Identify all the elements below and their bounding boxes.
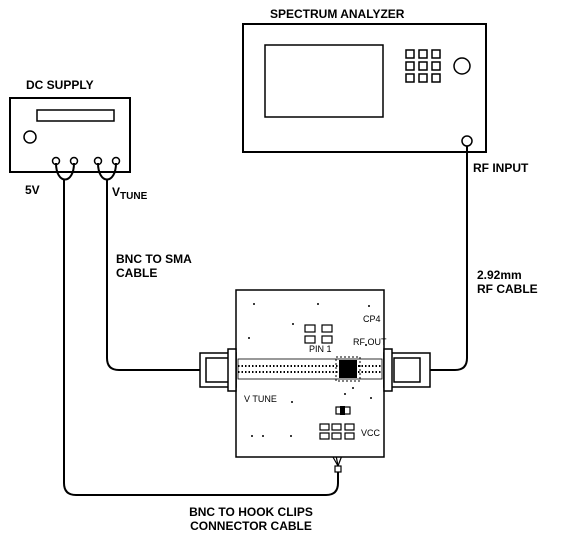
terminal-vtune-label: VTUNE	[112, 185, 148, 202]
supply-knob	[23, 130, 37, 144]
board-label-pin1: PIN 1	[309, 344, 332, 354]
rf-cable	[430, 146, 468, 371]
dc-supply	[9, 97, 131, 173]
bnc-to-sma-label: BNC TO SMA CABLE	[116, 252, 192, 280]
hook-clip-cable	[63, 180, 339, 496]
board-label-v-tune: V TUNE	[244, 394, 277, 404]
board-label-vcc: VCC	[361, 428, 381, 438]
5v-jumper	[55, 162, 75, 181]
dut-chip	[339, 360, 357, 378]
hook-clips-cable-label: BNC TO HOOK CLIPS CONNECTOR CABLE	[189, 505, 313, 533]
spectrum-analyzer	[242, 23, 487, 153]
dc-supply-title: DC SUPPLY	[26, 78, 94, 92]
vtune-jumper	[97, 162, 117, 181]
spectrum-analyzer-title: SPECTRUM ANALYZER	[270, 7, 405, 21]
terminal-5v-label: 5V	[25, 183, 40, 197]
analyzer-screen	[264, 44, 384, 118]
cables	[55, 146, 468, 496]
rf-cable-label: 2.92mm RF CABLE	[477, 268, 538, 296]
analyzer-knob	[453, 57, 471, 75]
board-label-rf-out: RF OUT	[353, 337, 387, 347]
analyzer-keypad	[405, 49, 441, 83]
left-sma-connector	[199, 348, 237, 392]
evaluation-board: CP4 RF OUT V TUNE VCC PIN 1	[199, 289, 431, 458]
right-sma-connector	[383, 348, 431, 392]
board-label-cp4: CP4	[363, 314, 381, 324]
rf-input-port	[461, 135, 473, 147]
rf-input-label: RF INPUT	[473, 161, 529, 175]
supply-display	[36, 109, 115, 122]
bnc-to-sma-cable	[106, 180, 200, 371]
